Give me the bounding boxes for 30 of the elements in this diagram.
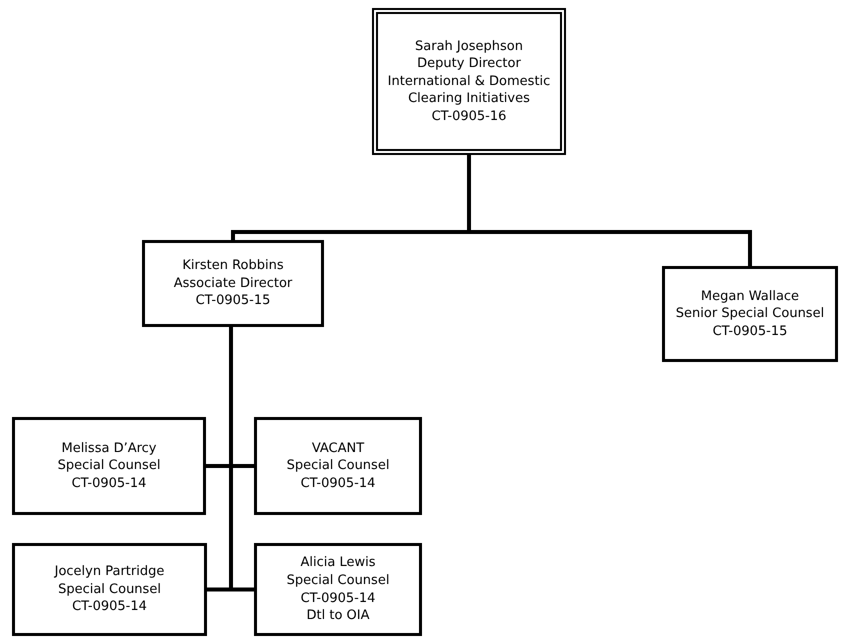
job-title: Special Counsel (58, 457, 160, 475)
job-title: Deputy Director (417, 55, 521, 73)
position-code: CT-0905-14 (300, 474, 376, 492)
position-box (254, 543, 422, 636)
job-title: Special Counsel (286, 457, 390, 475)
person-name: Megan Wallace (700, 288, 800, 306)
note-text: Dtl to OIA (306, 607, 370, 625)
position-code: CT-0905-14 (72, 474, 146, 492)
job-title: Special Counsel (58, 580, 161, 598)
position-box (142, 240, 324, 327)
position-box (254, 417, 422, 515)
job-title: CT-0905-14 (300, 590, 376, 608)
person-name: Alicia Lewis (300, 554, 376, 572)
job-title: International & Domestic Clearing Initiatives (386, 72, 552, 108)
person-name: Melissa D’Arcy (61, 440, 157, 458)
position-box (662, 266, 838, 362)
person-name: Jocelyn Partridge (54, 563, 164, 581)
person-name: VACANT (312, 440, 364, 458)
job-title: Special Counsel (286, 572, 390, 590)
job-title: Associate Director (174, 274, 292, 292)
job-title: Senior Special Counsel (676, 305, 824, 323)
position-code: CT-0905-15 (712, 322, 788, 340)
position-box (12, 543, 207, 636)
person-name: Kirsten Robbins (182, 257, 284, 275)
position-code: CT-0905-16 (432, 108, 506, 126)
position-code: CT-0905-14 (72, 598, 147, 616)
person-name: Sarah Josephson (415, 38, 523, 56)
director-box (372, 8, 566, 155)
position-code: CT-0905-15 (196, 292, 270, 310)
position-box (12, 417, 206, 515)
